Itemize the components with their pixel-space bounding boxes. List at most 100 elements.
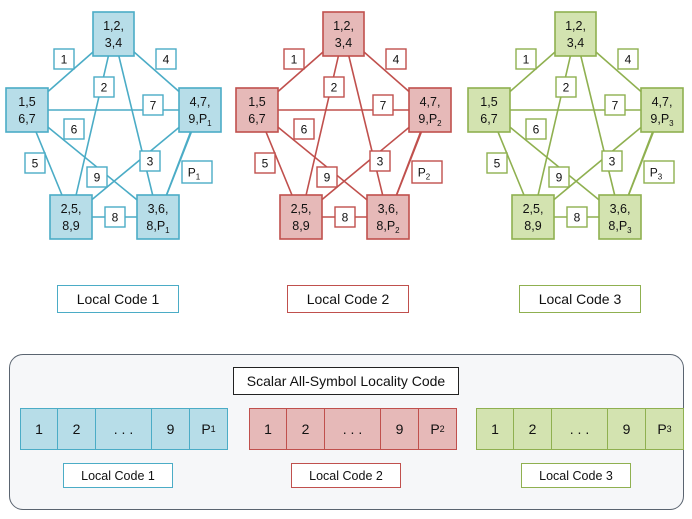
strip-cell: 9 <box>608 408 646 450</box>
strip-cell: 1 <box>249 408 287 450</box>
node-label-left-line1: 1,5 <box>480 95 497 109</box>
node-label-right-line2: 9,P2 <box>418 112 442 128</box>
parity-box <box>411 160 443 184</box>
edge-box-e3 <box>601 150 623 172</box>
node-label-bl-line1: 2,5, <box>291 202 312 216</box>
strip-cell: . . . <box>325 408 381 450</box>
strip-1-caption: Local Code 1 <box>63 463 173 488</box>
edge-label-e6: 6 <box>301 123 308 137</box>
edge-label-e7: 7 <box>380 99 387 113</box>
edge-line-left-br <box>256 109 389 218</box>
edge-label-e4: 4 <box>625 53 632 67</box>
edge-line-left-br <box>26 109 159 218</box>
edge-label-e9: 9 <box>94 171 101 185</box>
node-label-bl-line2: 8,9 <box>292 219 309 233</box>
edge-label-e5: 5 <box>494 157 501 171</box>
edge-box-e2 <box>555 76 577 98</box>
node-box-top <box>554 11 597 57</box>
node-label-top-line2: 3,4 <box>105 36 122 50</box>
strip-cell: 9 <box>152 408 190 450</box>
node-label-right-line1: 4,7, <box>420 95 441 109</box>
edge-label-e9: 9 <box>324 171 331 185</box>
node-label-right-line1: 4,7, <box>652 95 673 109</box>
edge-box-e8 <box>334 206 356 228</box>
edge-box-e7 <box>372 94 394 116</box>
strip-cell: 2 <box>514 408 552 450</box>
edge-label-e1: 1 <box>61 53 68 67</box>
strip-cell: 1 <box>476 408 514 450</box>
edge-label-e3: 3 <box>377 155 384 169</box>
node-label-top-line1: 1,2, <box>103 19 124 33</box>
edge-label-e2: 2 <box>563 81 570 95</box>
edge-box-e6 <box>525 118 547 140</box>
edge-line-top-br <box>342 33 389 218</box>
node-label-top-line1: 1,2, <box>333 19 354 33</box>
edge-box-e7 <box>142 94 164 116</box>
edge-line-top-br <box>112 33 159 218</box>
node-box-right <box>408 87 452 133</box>
edge-label-e8: 8 <box>342 211 349 225</box>
node-box-br <box>366 194 410 240</box>
node-label-left-line2: 6,7 <box>480 112 497 126</box>
parity-box <box>181 160 213 184</box>
node-box-left <box>5 87 49 133</box>
edge-box-e9 <box>316 166 338 188</box>
edge-box-e8 <box>104 206 126 228</box>
edge-box-e6 <box>63 118 85 140</box>
node-label-br-line2: 8,P1 <box>146 219 170 235</box>
node-box-left <box>235 87 279 133</box>
edge-box-e1 <box>515 48 537 70</box>
strip-2-caption: Local Code 2 <box>291 463 401 488</box>
node-label-br-line2: 8,P3 <box>608 219 632 235</box>
node-box-bl <box>279 194 323 240</box>
strip-cell: 2 <box>58 408 96 450</box>
edge-line-top-br <box>574 33 621 218</box>
node-label-top-line2: 3,4 <box>335 36 352 50</box>
local-code-2-caption: Local Code 2 <box>287 285 409 313</box>
node-box-bl <box>511 194 555 240</box>
edge-label-e4: 4 <box>163 53 170 67</box>
strip-cell: 2 <box>287 408 325 450</box>
edge-box-e4 <box>155 48 177 70</box>
strip-3-caption: Local Code 3 <box>521 463 631 488</box>
node-label-top-line2: 3,4 <box>567 36 584 50</box>
edge-label-e1: 1 <box>523 53 530 67</box>
edge-box-e1 <box>53 48 75 70</box>
strip-cell: . . . <box>552 408 608 450</box>
node-label-right-line1: 4,7, <box>190 95 211 109</box>
edge-box-e5 <box>486 152 508 174</box>
edge-label-e6: 6 <box>71 123 78 137</box>
node-label-br-line1: 3,6, <box>610 202 631 216</box>
edge-label-e8: 8 <box>112 211 119 225</box>
edge-label-e5: 5 <box>32 157 39 171</box>
edge-box-e3 <box>369 150 391 172</box>
node-box-left <box>467 87 511 133</box>
node-label-br-line1: 3,6, <box>378 202 399 216</box>
edge-box-e6 <box>293 118 315 140</box>
node-label-bl-line1: 2,5, <box>61 202 82 216</box>
edge-label-e7: 7 <box>612 99 619 113</box>
edge-box-e2 <box>323 76 345 98</box>
edge-box-e4 <box>385 48 407 70</box>
strip-cell: . . . <box>96 408 152 450</box>
edge-label-e2: 2 <box>331 81 338 95</box>
edge-label-e3: 3 <box>609 155 616 169</box>
edge-box-e5 <box>24 152 46 174</box>
local-code-1-caption: Local Code 1 <box>57 285 179 313</box>
edge-box-e5 <box>254 152 276 174</box>
edge-box-e4 <box>617 48 639 70</box>
node-box-bl <box>49 194 93 240</box>
edge-box-e1 <box>283 48 305 70</box>
node-label-left-line2: 6,7 <box>18 112 35 126</box>
node-label-bl-line2: 8,9 <box>524 219 541 233</box>
local-code-3-caption: Local Code 3 <box>519 285 641 313</box>
node-label-br-line1: 3,6, <box>148 202 169 216</box>
node-label-left-line1: 1,5 <box>18 95 35 109</box>
edge-label-e8: 8 <box>574 211 581 225</box>
